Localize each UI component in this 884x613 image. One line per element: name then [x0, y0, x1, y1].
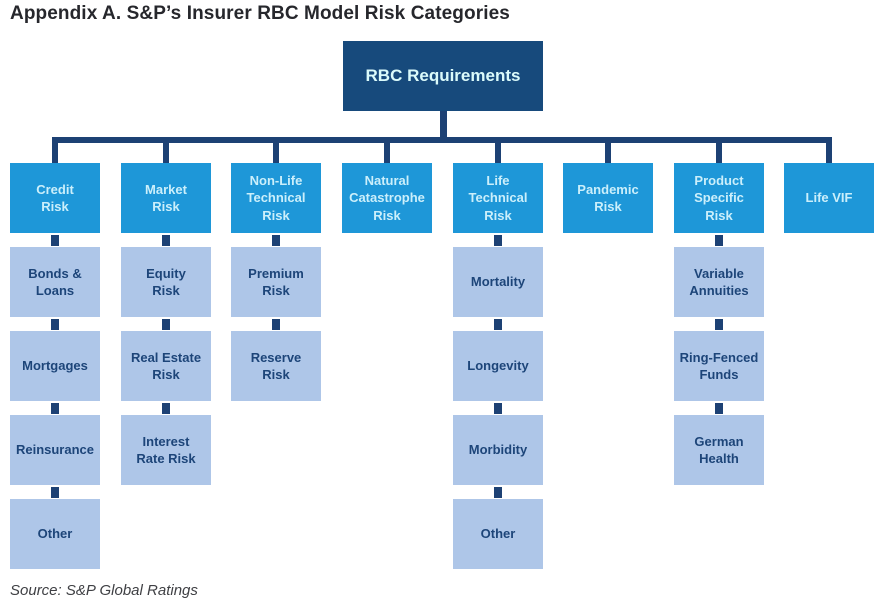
- subcategory-box-mortgages: Mortgages: [10, 331, 100, 401]
- category-box-pandemic-risk: Pandemic Risk: [563, 163, 653, 233]
- subcategory-box-premium-risk: Premium Risk: [231, 247, 321, 317]
- connector-stub-life-technical-risk-3: [494, 487, 502, 498]
- connector-drop-natural-catastrophe-risk: [384, 140, 390, 163]
- connector-stub-market-risk-2: [162, 403, 170, 414]
- connector-drop-life-technical-risk: [495, 140, 501, 163]
- category-box-non-life-technical-risk: Non-Life Technical Risk: [231, 163, 321, 233]
- root-box-label: RBC Requirements: [365, 66, 521, 85]
- connector-stub-market-risk-0: [162, 235, 170, 246]
- connector-stub-non-life-technical-risk-1: [272, 319, 280, 330]
- connector-drop-non-life-technical-risk: [273, 140, 279, 163]
- connector-drop-life-vif: [826, 140, 832, 163]
- subcategory-box-ring-fenced-funds: Ring-Fenced Funds: [674, 331, 764, 401]
- page-title: Appendix A. S&P’s Insurer RBC Model Risk…: [10, 3, 510, 24]
- connector-stub-market-risk-1: [162, 319, 170, 330]
- category-box-market-risk: Market Risk: [121, 163, 211, 233]
- category-box-life-technical-risk: Life Technical Risk: [453, 163, 543, 233]
- connector-drop-credit-risk: [52, 140, 58, 163]
- connector-stub-credit-risk-3: [51, 487, 59, 498]
- source-note: Source: S&P Global Ratings: [10, 582, 198, 599]
- connector-drop-pandemic-risk: [605, 140, 611, 163]
- connector-stub-product-specific-risk-0: [715, 235, 723, 246]
- subcategory-box-reinsurance: Reinsurance: [10, 415, 100, 485]
- connector-stub-product-specific-risk-1: [715, 319, 723, 330]
- subcategory-box-reserve-risk: Reserve Risk: [231, 331, 321, 401]
- connector-drop-market-risk: [163, 140, 169, 163]
- subcategory-box-interest-rate-risk: Interest Rate Risk: [121, 415, 211, 485]
- category-box-credit-risk: Credit Risk: [10, 163, 100, 233]
- connector-stub-product-specific-risk-2: [715, 403, 723, 414]
- subcategory-box-bonds-loans: Bonds & Loans: [10, 247, 100, 317]
- connector-stub-credit-risk-1: [51, 319, 59, 330]
- connector-drop-product-specific-risk: [716, 140, 722, 163]
- category-box-life-vif: Life VIF: [784, 163, 874, 233]
- subcategory-box-mortality: Mortality: [453, 247, 543, 317]
- connector-stub-life-technical-risk-1: [494, 319, 502, 330]
- root-box-rbc-requirements: RBC Requirements: [343, 41, 543, 111]
- connector-stub-life-technical-risk-0: [494, 235, 502, 246]
- subcategory-box-longevity: Longevity: [453, 331, 543, 401]
- subcategory-box-variable-annuities: Variable Annuities: [674, 247, 764, 317]
- subcategory-box-other: Other: [453, 499, 543, 569]
- connector-stub-credit-risk-2: [51, 403, 59, 414]
- category-box-natural-catastrophe-risk: Natural Catastrophe Risk: [342, 163, 432, 233]
- connector-stub-non-life-technical-risk-0: [272, 235, 280, 246]
- subcategory-box-real-estate-risk: Real Estate Risk: [121, 331, 211, 401]
- connector-stub-life-technical-risk-2: [494, 403, 502, 414]
- subcategory-box-german-health: German Health: [674, 415, 764, 485]
- connector-root-drop: [440, 111, 447, 138]
- connector-bus: [52, 137, 832, 143]
- connector-stub-credit-risk-0: [51, 235, 59, 246]
- category-box-product-specific-risk: Product Specific Risk: [674, 163, 764, 233]
- subcategory-box-other: Other: [10, 499, 100, 569]
- subcategory-box-equity-risk: Equity Risk: [121, 247, 211, 317]
- subcategory-box-morbidity: Morbidity: [453, 415, 543, 485]
